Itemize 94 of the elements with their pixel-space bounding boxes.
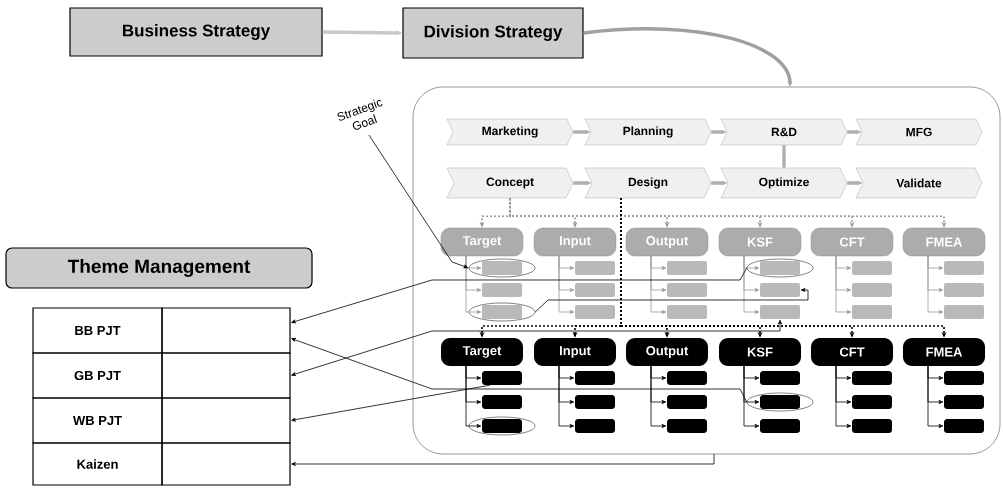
item-box (482, 371, 522, 385)
table-cell (161, 307, 291, 354)
process-panel (412, 86, 1001, 455)
chevron-step: Marketing (446, 118, 574, 146)
highlight-ellipse (468, 416, 536, 436)
table-cell: Kaizen (32, 442, 163, 486)
item-box (575, 283, 615, 297)
item-box (482, 261, 522, 275)
category-pill: Target (441, 338, 523, 366)
table-cell (161, 442, 291, 486)
item-box (760, 419, 800, 433)
item-box (667, 305, 707, 319)
arrow (835, 365, 852, 428)
highlight-ellipse (746, 258, 814, 278)
arrow (291, 453, 715, 466)
item-box (944, 283, 984, 297)
chevron-step: Optimize (720, 167, 848, 199)
category-pill: FMEA (903, 338, 985, 366)
highlight-ellipse (746, 392, 814, 412)
item-box (944, 371, 984, 385)
item-box (944, 395, 984, 409)
chevron-step: Concept (446, 167, 574, 199)
arrow (291, 384, 491, 422)
chevron-step: Validate (855, 167, 983, 199)
category-pill: FMEA (902, 227, 986, 257)
arrow (650, 255, 667, 314)
item-box (944, 261, 984, 275)
heading-box: Business Strategy (69, 7, 323, 57)
arrow (291, 267, 748, 324)
item-box (944, 305, 984, 319)
category-pill: Target (440, 227, 524, 257)
item-box (575, 419, 615, 433)
arrow (927, 365, 944, 428)
category-pill: KSF (718, 227, 802, 257)
item-box (944, 419, 984, 433)
table-cell: GB PJT (32, 352, 163, 399)
arrow (291, 319, 782, 376)
arrow (465, 255, 482, 314)
table-cell (161, 397, 291, 444)
highlight-ellipse (468, 302, 536, 322)
item-box (575, 371, 615, 385)
item-box (482, 305, 522, 319)
category-pill: Output (626, 338, 708, 366)
item-box (482, 419, 522, 433)
item-box (760, 395, 800, 409)
arrow (650, 365, 667, 428)
connector (782, 145, 786, 168)
item-box (667, 371, 707, 385)
arrow (558, 255, 575, 314)
item-box (852, 395, 892, 409)
heading-box: Division Strategy (402, 7, 584, 59)
item-box (482, 283, 522, 297)
arrow (291, 337, 748, 403)
highlight-ellipse (468, 258, 536, 278)
item-box (575, 395, 615, 409)
item-box (760, 305, 800, 319)
item-box (575, 305, 615, 319)
item-box (482, 395, 522, 409)
chevron-step: MFG (855, 118, 983, 146)
arrow (835, 255, 852, 314)
category-pill: CFT (811, 338, 893, 366)
heading-box: Theme Management (5, 247, 313, 289)
arrow (583, 27, 793, 87)
table-cell (161, 352, 291, 399)
table-cell: WB PJT (32, 397, 163, 444)
category-pill: CFT (810, 227, 894, 257)
item-box (760, 371, 800, 385)
item-box (667, 283, 707, 297)
chevron-step: R&D (720, 118, 848, 146)
item-box (852, 305, 892, 319)
item-box (852, 283, 892, 297)
leader-line (368, 134, 469, 269)
arrow (534, 288, 809, 313)
category-pill: Output (625, 227, 709, 257)
category-pill: KSF (719, 338, 801, 366)
item-box (667, 261, 707, 275)
chevron-step: Planning (584, 118, 712, 146)
category-pill: Input (534, 338, 616, 366)
item-box (667, 419, 707, 433)
chevron-step: Design (584, 167, 712, 199)
item-box (667, 395, 707, 409)
item-box (760, 261, 800, 275)
table-cell: BB PJT (32, 307, 163, 354)
arrow (465, 365, 482, 428)
item-box (852, 419, 892, 433)
item-box (852, 371, 892, 385)
arrow (558, 365, 575, 428)
category-pill: Input (533, 227, 617, 257)
item-box (852, 261, 892, 275)
arrow (743, 255, 760, 314)
item-box (760, 283, 800, 297)
arrow (927, 255, 944, 314)
item-box (575, 261, 615, 275)
arrow (743, 365, 760, 428)
